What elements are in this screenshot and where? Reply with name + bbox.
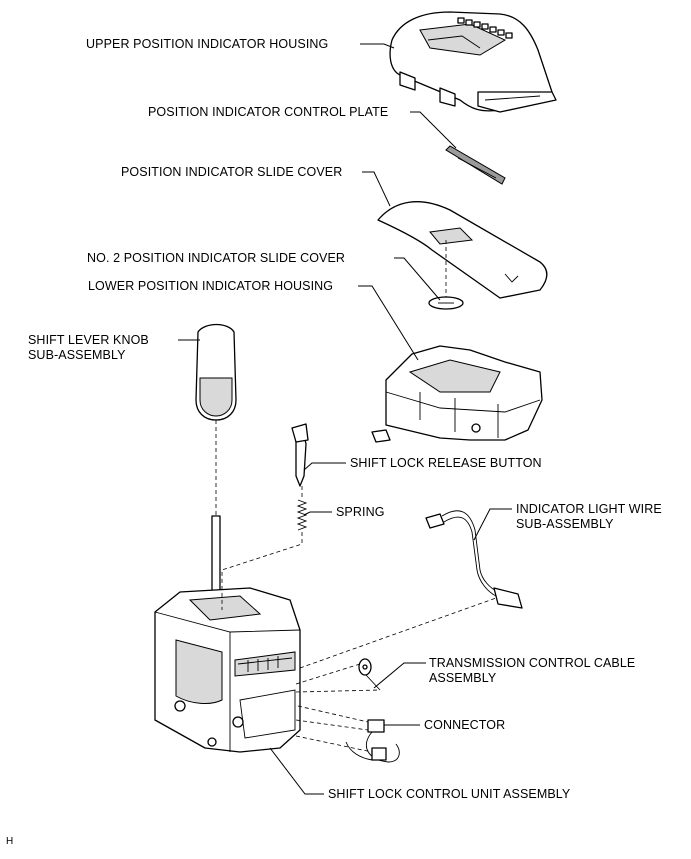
- position-indicator-slide-cover: [377, 201, 548, 299]
- shift-lock-release-button: [291, 423, 309, 487]
- label-spring: SPRING: [336, 505, 385, 519]
- transmission-control-cable: [358, 658, 381, 691]
- shift-lock-control-unit-assembly: [154, 587, 301, 753]
- label-indicator-light-wire-line2: SUB-ASSEMBLY: [516, 517, 614, 531]
- gear-position-marks: [457, 17, 513, 39]
- alignment-lines: [215, 240, 497, 753]
- no2-position-indicator-slide-cover: [428, 296, 464, 310]
- label-position-indicator-slide-cover: POSITION INDICATOR SLIDE COVER: [121, 165, 343, 179]
- position-indicator-control-plate: [445, 145, 506, 185]
- label-shift-lever-knob-line2: SUB-ASSEMBLY: [28, 348, 126, 362]
- leader-lines: [178, 43, 512, 795]
- lower-position-indicator-housing: [371, 345, 543, 443]
- corner-mark: H: [6, 836, 14, 847]
- label-transmission-control-cable-line1: TRANSMISSION CONTROL CABLE: [429, 656, 636, 670]
- label-indicator-light-wire: INDICATOR LIGHT WIRE SUB-ASSEMBLY: [516, 502, 662, 532]
- label-upper-position-indicator-housing: UPPER POSITION INDICATOR HOUSING: [86, 37, 329, 51]
- shift-lever-knob: [195, 323, 237, 421]
- label-indicator-light-wire-line1: INDICATOR LIGHT WIRE: [516, 502, 662, 516]
- connector: [345, 719, 400, 763]
- label-connector: CONNECTOR: [424, 718, 506, 732]
- label-transmission-control-cable: TRANSMISSION CONTROL CABLE ASSEMBLY: [429, 656, 635, 686]
- label-shift-lock-release-button: SHIFT LOCK RELEASE BUTTON: [350, 456, 542, 470]
- label-lower-position-indicator-housing: LOWER POSITION INDICATOR HOUSING: [88, 279, 334, 293]
- label-transmission-control-cable-line2: ASSEMBLY: [429, 671, 497, 685]
- label-shift-lever-knob: SHIFT LEVER KNOB SUB-ASSEMBLY: [28, 333, 149, 363]
- indicator-light-wire: [425, 510, 523, 609]
- label-shift-lock-control-unit-assembly: SHIFT LOCK CONTROL UNIT ASSEMBLY: [328, 787, 571, 801]
- upper-position-indicator-housing: [389, 11, 557, 113]
- label-no2-position-indicator-slide-cover: NO. 2 POSITION INDICATOR SLIDE COVER: [87, 251, 346, 265]
- label-shift-lever-knob-line1: SHIFT LEVER KNOB: [28, 333, 149, 347]
- label-position-indicator-control-plate: POSITION INDICATOR CONTROL PLATE: [148, 105, 389, 119]
- spring: [296, 499, 308, 531]
